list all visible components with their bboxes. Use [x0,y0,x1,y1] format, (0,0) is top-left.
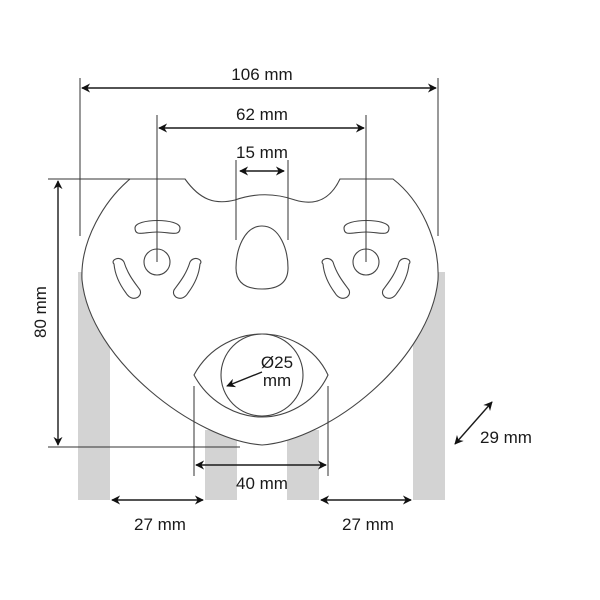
label-pulley-spacing: 62 mm [236,105,288,124]
dim-arrow-diameter [226,371,263,388]
label-center-spacing: 40 mm [236,474,288,493]
label-attachment-width: 15 mm [236,143,288,162]
extension-lines [48,78,439,476]
label-height: 80 mm [31,286,50,338]
bottom-eye [193,333,329,418]
label-left-gap: 27 mm [134,515,186,534]
pulley-side-plate [81,178,439,446]
label-overall-width: 106 mm [231,65,292,84]
dim-arrow-29 [454,401,493,445]
bottom-hole-circle [220,333,304,417]
label-right-gap: 27 mm [342,515,394,534]
label-hole-unit: mm [263,371,291,390]
attachment-hole [235,225,289,290]
label-hole-diameter: Ø25 [261,353,293,372]
label-thickness: 29 mm [480,428,532,447]
right-sheave-axle-holes [321,220,411,299]
